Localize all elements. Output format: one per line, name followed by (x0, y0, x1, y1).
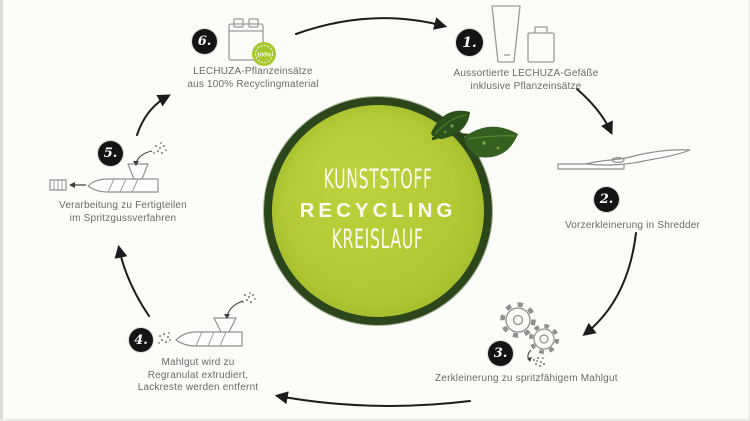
injection-molding-icon (49, 142, 167, 193)
step1-caption: Aussortierte LECHUZA-Gefäße inklusive Pf… (453, 68, 599, 92)
step2-number-badge: 2. (594, 187, 619, 212)
step4-caption: Mahlgut wird zu Regranulat extrudiert, L… (137, 357, 259, 393)
step1-number-badge: 1. (456, 29, 483, 56)
arrow-step6-to-step1 (295, 17, 448, 35)
gears-grinding-icon (500, 302, 559, 367)
scan-edge-left (0, 0, 3, 421)
step3-number-badge: 3. (488, 341, 513, 366)
arrow-step2-to-step3 (582, 232, 637, 337)
step5-caption: Verarbeitung zu Fertigteilen im Spritzgu… (59, 200, 187, 224)
scan-edge-right (748, 0, 750, 421)
shredder-icon (557, 149, 691, 170)
step2-caption: Vorzerkleinerung in Shredder (564, 220, 701, 231)
badge-label: 100% (257, 53, 271, 59)
center-title-line1: KUNSTSTOFF (323, 165, 433, 195)
step6-caption: LECHUZA-Pflanzeinsätze aus 100% Recyclin… (187, 66, 319, 90)
center-circle: KUNSTSTOFF RECYCLING KREISLAUF (264, 97, 492, 325)
arrow-step4-to-step5 (114, 244, 150, 317)
step5-number-badge: 5. (98, 141, 123, 166)
scan-edge-bottom (0, 419, 750, 421)
center-title-line2: RECYCLING (299, 199, 457, 222)
extruder-icon (158, 292, 256, 347)
arrow-step3-to-step4 (274, 391, 471, 407)
arrow-step1-to-step2 (576, 88, 613, 135)
leaf-icon (431, 110, 518, 158)
center-title-line3: KREISLAUF (332, 225, 424, 255)
step3-caption: Zerkleinerung zu spritzfähigem Mahlgut (435, 373, 618, 384)
recycled-liner-icon: 100% (228, 18, 276, 66)
sorted-planters-icon (491, 5, 555, 63)
step4-number-badge: 4. (129, 328, 153, 352)
arrow-step5-to-step6 (136, 94, 171, 136)
step6-number-badge: 6. (192, 29, 217, 54)
